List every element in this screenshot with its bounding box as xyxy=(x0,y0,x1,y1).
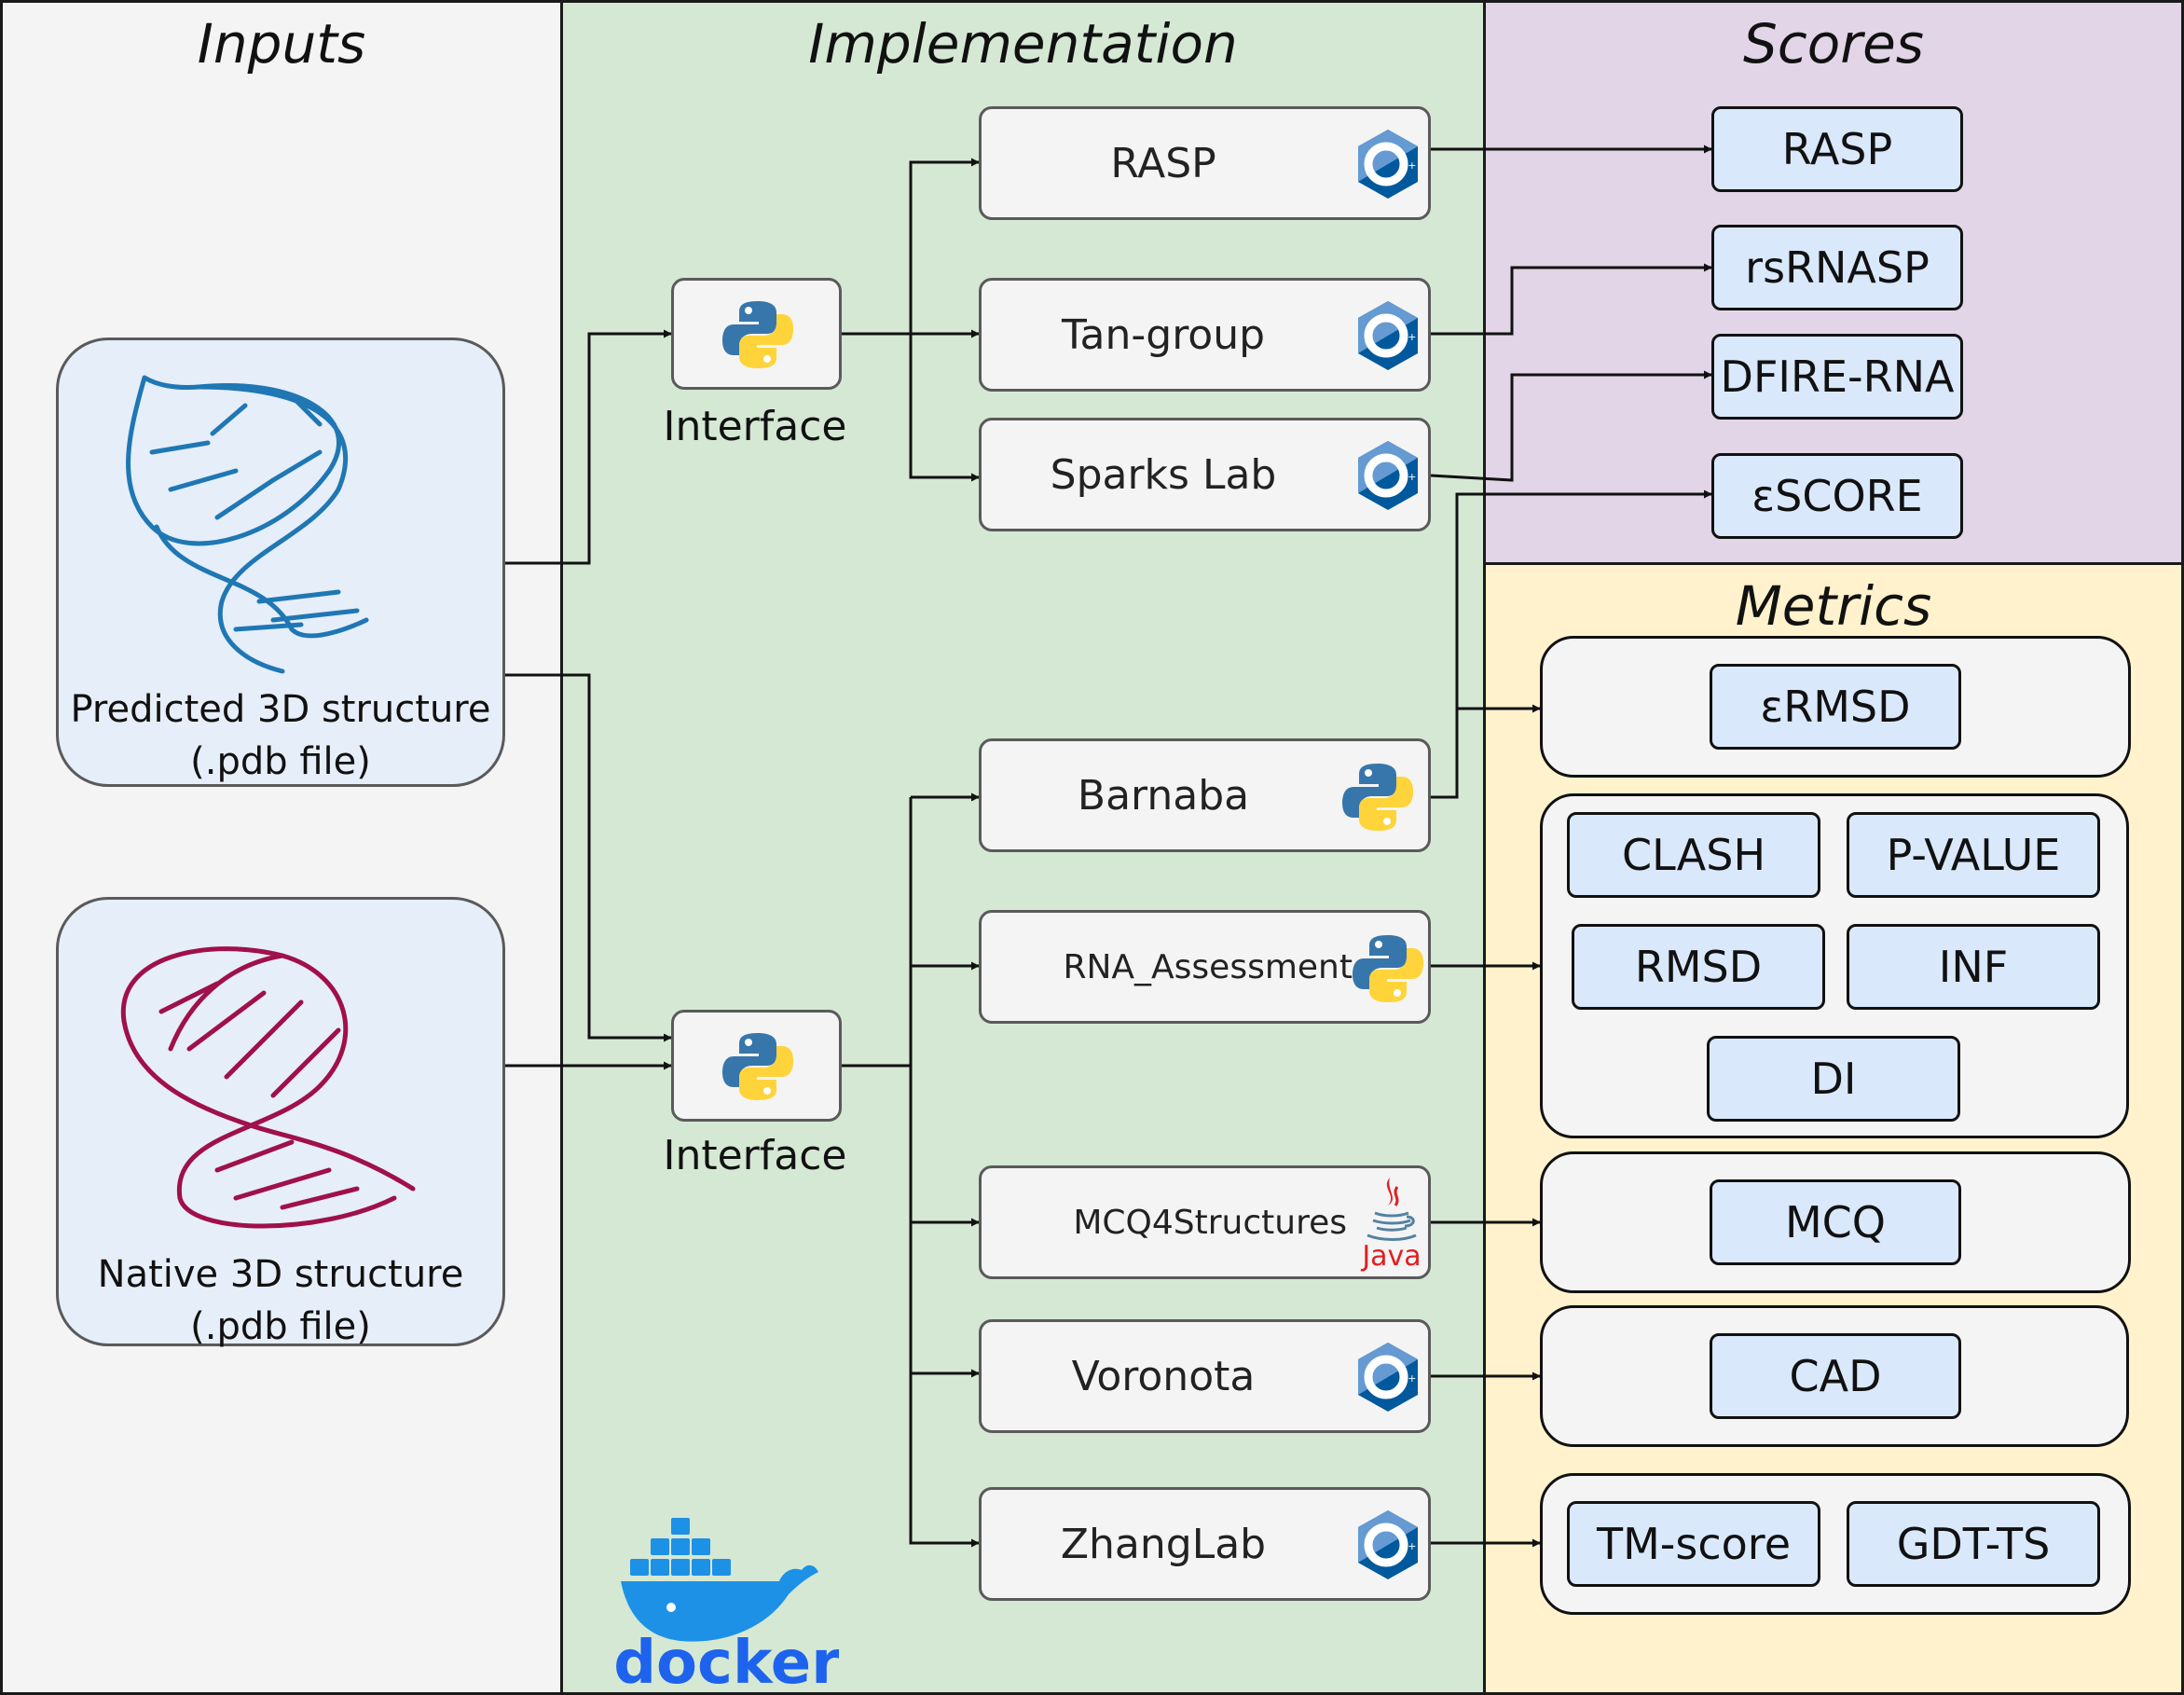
tool-sparks-lab: Sparks Lab ++ xyxy=(979,418,1431,531)
metric-mcq: MCQ xyxy=(1710,1179,1961,1265)
native-structure-label: Native 3D structure (.pdb file) xyxy=(59,1248,502,1353)
tool-zhanglab-label: ZhangLab xyxy=(1060,1520,1267,1568)
svg-text:++: ++ xyxy=(1399,159,1416,172)
tool-tan-group: Tan-group ++ xyxy=(979,278,1431,392)
metric-tm-score: TM-score xyxy=(1567,1501,1820,1587)
java-icon: Java xyxy=(1360,1178,1422,1273)
tool-voronota: Voronota ++ xyxy=(979,1319,1431,1433)
tool-sparks-lab-label: Sparks Lab xyxy=(1050,450,1277,499)
metric-clash: CLASH xyxy=(1567,812,1820,898)
cpp-icon: ++ xyxy=(1358,1343,1418,1412)
python-icon xyxy=(1353,935,1423,1002)
score-rasp: RASP xyxy=(1711,106,1963,192)
tool-rna-assessment: RNA_Assessment xyxy=(979,910,1431,1024)
metric-di: DI xyxy=(1707,1036,1960,1122)
predicted-structure-line2: (.pdb file) xyxy=(190,740,371,783)
native-rna-icon xyxy=(120,946,416,1229)
svg-text:Java: Java xyxy=(1360,1240,1421,1273)
predicted-structure-card: Predicted 3D structure (.pdb file) xyxy=(56,338,505,787)
svg-text:++: ++ xyxy=(1399,1372,1416,1385)
docker-label: docker xyxy=(615,1629,839,1688)
metrics-title: Metrics xyxy=(1735,574,1932,638)
tool-mcq4structures: MCQ4Structures Java xyxy=(979,1165,1431,1279)
tool-zhanglab: ZhangLab ++ xyxy=(979,1487,1431,1601)
docker-logo-icon: docker xyxy=(615,1518,839,1688)
score-rsrnasp: rsRNASP xyxy=(1711,225,1963,310)
predicted-rna-icon xyxy=(126,375,369,674)
inputs-title: Inputs xyxy=(197,12,366,76)
cpp-icon: ++ xyxy=(1358,1510,1418,1579)
native-structure-card: Native 3D structure (.pdb file) xyxy=(56,897,505,1348)
tool-voronota-label: Voronota xyxy=(1071,1352,1256,1400)
predicted-structure-label: Predicted 3D structure (.pdb file) xyxy=(59,683,502,788)
tool-barnaba: Barnaba xyxy=(979,738,1431,852)
python-icon xyxy=(1342,764,1413,831)
svg-text:++: ++ xyxy=(1399,331,1416,343)
inputs-column: Inputs xyxy=(0,0,563,1695)
interface-box-2 xyxy=(671,1010,842,1122)
metric-p-value: P-VALUE xyxy=(1847,812,2100,898)
score-escore: εSCORE xyxy=(1711,453,1963,539)
cpp-icon: ++ xyxy=(1358,301,1418,370)
predicted-structure-line1: Predicted 3D structure xyxy=(70,688,491,731)
python-icon xyxy=(722,1033,793,1100)
tool-rasp-label: RASP xyxy=(1110,139,1216,187)
score-dfire-rna: DFIRE-RNA xyxy=(1711,334,1963,420)
interface-label-2: Interface xyxy=(663,1132,847,1179)
svg-text:++: ++ xyxy=(1399,471,1416,483)
cpp-icon: ++ xyxy=(1358,441,1418,510)
tool-rasp: RASP ++ xyxy=(979,106,1431,220)
metric-ermsd: εRMSD xyxy=(1710,664,1961,750)
tool-rna-assessment-label: RNA_Assessment xyxy=(1063,947,1353,986)
svg-text:++: ++ xyxy=(1399,1540,1416,1552)
native-structure-line2: (.pdb file) xyxy=(190,1305,371,1348)
interface-label-1: Interface xyxy=(663,403,847,450)
metric-inf: INF xyxy=(1847,924,2100,1010)
interface-box-1 xyxy=(671,278,842,390)
cpp-icon: ++ xyxy=(1358,130,1418,199)
metric-cad: CAD xyxy=(1710,1333,1961,1419)
metric-gdt-ts: GDT-TS xyxy=(1847,1501,2100,1587)
tool-mcq4structures-label: MCQ4Structures xyxy=(1073,1203,1347,1242)
implementation-title: Implementation xyxy=(808,12,1238,76)
metric-rmsd: RMSD xyxy=(1572,924,1825,1010)
tool-tan-group-label: Tan-group xyxy=(1061,310,1266,359)
scores-title: Scores xyxy=(1743,12,1924,76)
python-icon xyxy=(722,301,793,368)
tool-barnaba-label: Barnaba xyxy=(1077,771,1250,820)
native-structure-line1: Native 3D structure xyxy=(97,1253,464,1296)
